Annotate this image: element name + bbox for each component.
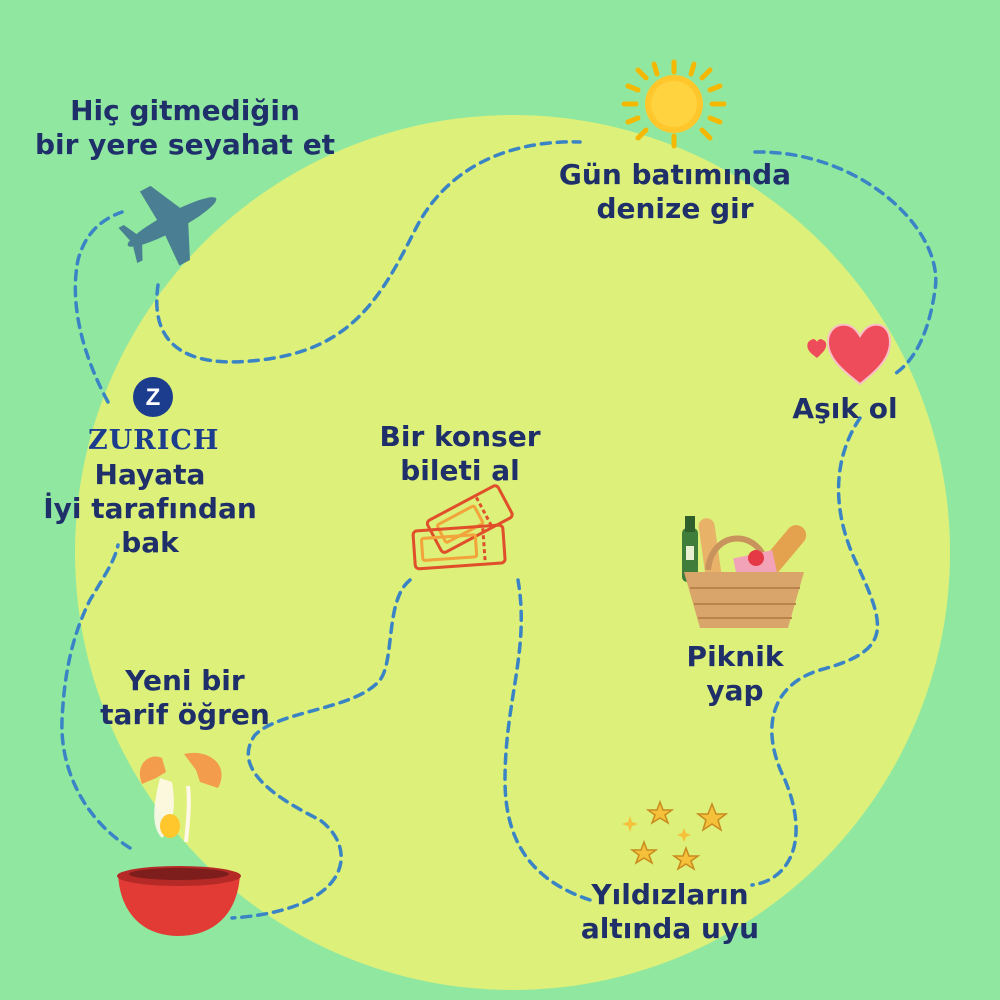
route-stars-to-ticket bbox=[503, 578, 592, 902]
ticket-icon bbox=[411, 484, 514, 571]
activity-label-picnic: Piknik yap bbox=[686, 640, 784, 707]
route-egg-to-brand bbox=[60, 543, 132, 850]
activity-label-concert-ticket: Bir konser bileti al bbox=[379, 420, 541, 487]
egg-bowl-icon bbox=[117, 752, 241, 936]
picnic-basket-icon bbox=[682, 516, 807, 628]
brand-block: Z ZURICH bbox=[88, 375, 218, 456]
activity-label-travel: Hiç gitmediğin bir yere seyahat et bbox=[34, 94, 336, 161]
route-plane-to-sun bbox=[155, 140, 582, 364]
activity-label-sunset-swim: Gün batımında denize gir bbox=[558, 158, 792, 225]
svg-text:Z: Z bbox=[146, 384, 161, 411]
brand-tagline: Hayata İyi tarafından bak bbox=[43, 458, 257, 559]
stars-icon bbox=[622, 799, 729, 871]
heart-icon bbox=[807, 323, 892, 386]
activity-label-fall-in-love: Aşık ol bbox=[792, 392, 898, 425]
background-circle bbox=[75, 115, 950, 990]
airplane-icon bbox=[118, 185, 217, 266]
route-heart-to-picnic bbox=[750, 416, 880, 887]
activity-label-recipe: Yeni bir tarif öğren bbox=[100, 664, 270, 731]
sun-icon bbox=[621, 59, 727, 149]
activity-label-stars: Yıldızların altında uyu bbox=[580, 878, 760, 945]
zurich-logo-icon: Z bbox=[133, 377, 173, 417]
route-brand-to-plane bbox=[73, 210, 124, 404]
route-ticket-to-egg bbox=[230, 578, 412, 920]
brand-name: ZURICH bbox=[88, 425, 220, 456]
route-sun-to-heart bbox=[753, 150, 938, 377]
